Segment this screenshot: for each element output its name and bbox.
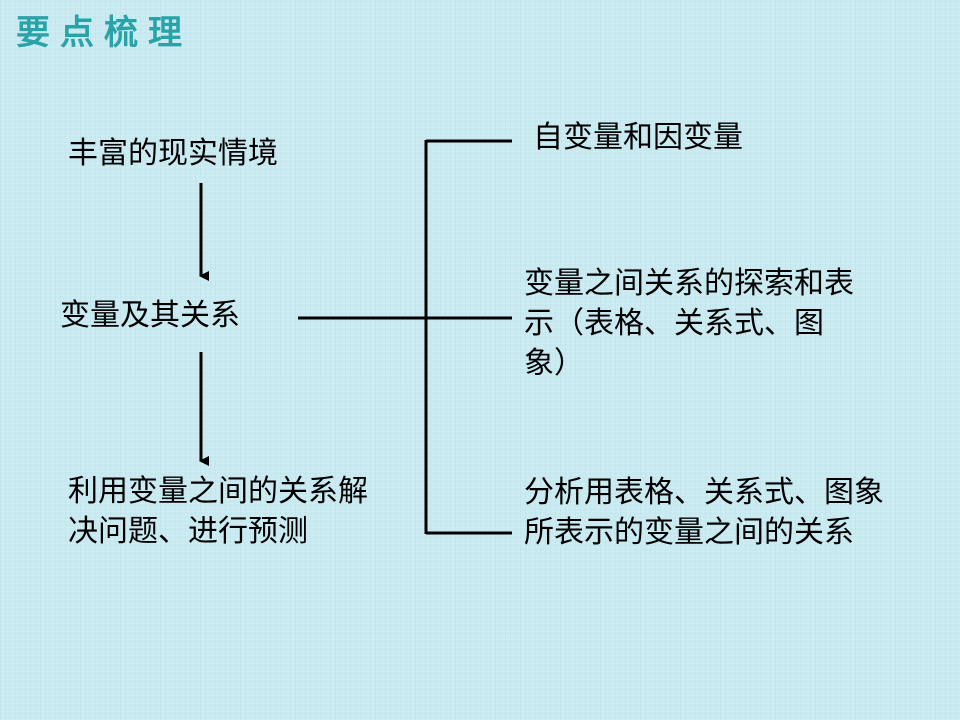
node-analysis: 分析用表格、关系式、图象所表示的变量之间的关系 bbox=[524, 475, 884, 550]
node-rich-context: 丰富的现实情境 bbox=[68, 136, 278, 171]
slide-title: 要点梳理 bbox=[16, 13, 192, 53]
node-variables: 变量及其关系 bbox=[60, 298, 240, 333]
node-application: 利用变量之间的关系解决问题、进行预测 bbox=[68, 474, 368, 549]
node-independent-dependent: 自变量和因变量 bbox=[533, 120, 743, 155]
node-exploration: 变量之间关系的探索和表示（表格、关系式、图象） bbox=[524, 266, 854, 381]
